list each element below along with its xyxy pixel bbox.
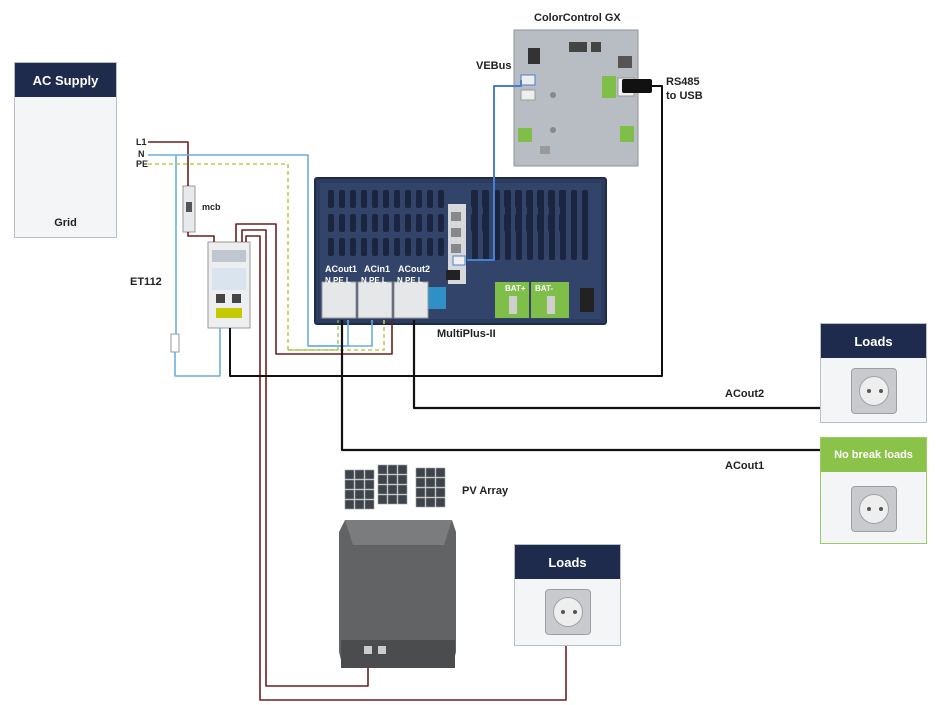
loads-card-top: Loads (820, 323, 927, 423)
grid-label: Grid (54, 217, 77, 229)
multiplus-unit (314, 177, 607, 325)
socket-icon (851, 486, 897, 532)
ac-supply-card: AC Supply Grid (14, 62, 117, 238)
vebus-label: VEBus (476, 60, 512, 72)
pe-label: PE (136, 159, 149, 169)
terminal-labels-2: N PE L (361, 276, 387, 285)
pv-array-label: PV Array (462, 485, 509, 497)
cooling-fins (328, 190, 588, 260)
et112-label: ET112 (130, 276, 162, 288)
rs485-usb-plug (622, 79, 652, 93)
pv-panels (344, 464, 446, 510)
no-break-loads-title: No break loads (821, 438, 926, 472)
acout2-line-label: ACout2 (725, 388, 765, 400)
inline-fuse (170, 333, 180, 353)
bat-minus-label: BAT- (535, 284, 554, 293)
pv-inverter (339, 520, 456, 668)
colorcontrol-gx-unit (513, 29, 639, 167)
terminal-labels-1: N PE L (325, 276, 351, 285)
terminal-labels-3: N PE L (397, 276, 423, 285)
multiplus-label: MultiPlus-II (437, 328, 496, 340)
acin1-port-label: ACin1 (364, 264, 391, 274)
acout2-port-label: ACout2 (398, 264, 430, 274)
socket-icon (851, 368, 897, 414)
no-break-loads-card: No break loads (820, 437, 927, 544)
bat-plus-label: BAT+ (505, 284, 526, 293)
n-label: N (138, 149, 145, 159)
mcb-breaker (182, 185, 196, 233)
socket-icon (545, 589, 591, 635)
wiring (148, 80, 820, 701)
acout1-line-label: ACout1 (725, 460, 765, 472)
mcb-label: mcb (202, 202, 221, 212)
rs485-label: RS485 (666, 76, 700, 88)
acout1-port-label: ACout1 (325, 264, 357, 274)
colorcontrol-label: ColorControl GX (534, 12, 621, 24)
ac-supply-title: AC Supply (15, 63, 116, 97)
loads-top-title: Loads (821, 324, 926, 358)
l1-label: L1 (136, 137, 147, 147)
et112-meter (207, 241, 251, 329)
loads-bottom-title: Loads (515, 545, 620, 579)
loads-card-bottom: Loads (514, 544, 621, 646)
to-usb-label: to USB (666, 90, 703, 102)
